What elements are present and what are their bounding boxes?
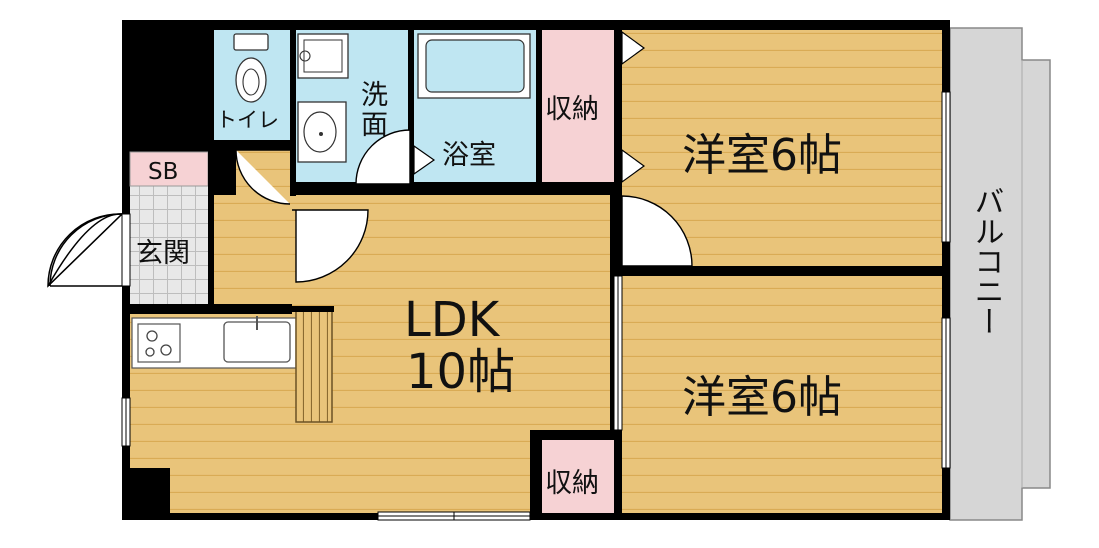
balcony-label: バルコニー [969,186,1004,336]
interior-walls [122,20,950,520]
storage-bottom-label: 収納 [545,468,599,499]
kitchen-sink-icon [223,316,291,363]
entrance-label: 玄関 [136,238,190,269]
ldk-size-label: 10帖 [406,344,515,400]
ldk-label: LDK [404,292,501,348]
western-room-top-door[interactable] [621,195,693,267]
shoe-box-label: SB [148,159,178,185]
stairs [295,309,333,423]
bathroom-door[interactable] [413,144,436,176]
entrance-tile [130,186,208,304]
window-ldk-bottom [377,511,531,521]
shoe-box [129,151,209,187]
sliding-partition[interactable] [613,275,623,431]
washroom-label-2: 面 [361,110,388,141]
storage-top-doors[interactable] [621,30,646,184]
storage-bottom [542,440,614,513]
western-room-top-label: 洋室6帖 [682,130,842,181]
window-balcony-bottom [941,317,951,469]
window-balcony-top [941,91,951,243]
ldk-door[interactable] [292,209,369,283]
toilet-label: トイレ [216,108,279,132]
washroom-door[interactable] [355,129,411,185]
kitchen-counter [131,316,297,369]
western-room-bottom-label: 洋室6帖 [682,372,842,423]
toilet-door[interactable] [235,149,291,205]
stove-icon [137,323,181,363]
bathroom-label: 浴室 [442,140,496,171]
corner-wall [122,468,170,520]
toilet-icon [233,33,269,103]
storage-top [542,30,614,182]
storage-top-label: 収納 [545,94,599,125]
entrance-door[interactable] [47,213,131,288]
washing-machine-icon [297,33,349,79]
washroom-label-1: 洗 [361,80,388,111]
washbasin-icon [297,101,347,163]
bathtub-icon [417,33,531,99]
balcony: バルコニー [949,27,1051,521]
window-kitchen-left [121,397,131,447]
western-room-bottom-floor [622,276,942,513]
